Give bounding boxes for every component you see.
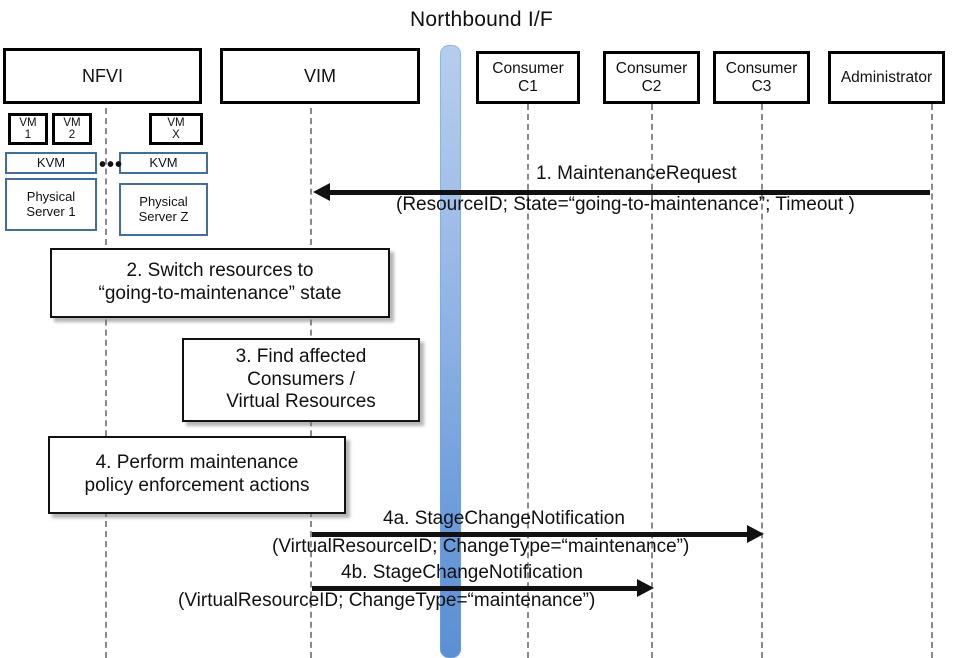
actor-administrator-label: Administrator bbox=[840, 68, 933, 86]
message-1-params: (ResourceID; State=“going-to-maintenance… bbox=[396, 194, 855, 215]
message-4a-arrowhead bbox=[747, 525, 764, 543]
vm-box-x: VM X bbox=[149, 113, 203, 145]
physical-server-1-label: Physical Server 1 bbox=[26, 188, 76, 219]
page-title-text: Northbound I/F bbox=[410, 8, 553, 31]
process-box-step3: 3. Find affected Consumers / Virtual Res… bbox=[182, 338, 420, 422]
page-title: Northbound I/F bbox=[0, 8, 965, 32]
physical-server-1-box: Physical Server 1 bbox=[5, 178, 97, 231]
message-1-arrowhead bbox=[313, 183, 330, 201]
vm-box-x-label: VM X bbox=[167, 116, 185, 141]
vm-box-1: VM 1 bbox=[8, 113, 48, 145]
message-4b-header: 4b. StageChangeNotification bbox=[341, 562, 583, 583]
actor-consumer-c1-label: Consumer C1 bbox=[492, 60, 564, 95]
message-1-line bbox=[330, 190, 930, 195]
lifeline-consumer-c3 bbox=[761, 104, 763, 658]
northbound-interface-bar bbox=[440, 45, 461, 658]
process-box-step2-text: 2. Switch resources to “going-to-mainten… bbox=[98, 260, 342, 304]
message-4b-arrowhead bbox=[637, 579, 654, 597]
actor-vim[interactable]: VIM bbox=[220, 48, 420, 104]
kvm-box-1-label: KVM bbox=[36, 154, 66, 170]
physical-server-z-label: Physical Server Z bbox=[138, 193, 189, 224]
message-1-header: 1. MaintenanceRequest bbox=[536, 163, 737, 184]
actor-administrator[interactable]: Administrator bbox=[828, 51, 945, 104]
actor-consumer-c2[interactable]: Consumer C2 bbox=[603, 51, 700, 104]
actor-consumer-c1[interactable]: Consumer C1 bbox=[476, 51, 580, 104]
kvm-box-2: KVM bbox=[119, 152, 208, 174]
vm-box-2-label: VM 2 bbox=[63, 116, 81, 141]
actor-consumer-c3[interactable]: Consumer C3 bbox=[713, 51, 810, 104]
kvm-box-1: KVM bbox=[5, 152, 97, 174]
lifeline-administrator bbox=[931, 104, 933, 658]
actor-nfvi-label: NFVI bbox=[81, 65, 123, 86]
message-4b-line bbox=[312, 586, 637, 591]
actor-consumer-c2-label: Consumer C2 bbox=[615, 60, 688, 95]
kvm-box-2-label: KVM bbox=[149, 154, 178, 170]
actor-consumer-c3-label: Consumer C3 bbox=[725, 60, 798, 95]
vm-box-2: VM 2 bbox=[52, 113, 92, 145]
message-4b-params: (VirtualResourceID; ChangeType=“maintena… bbox=[178, 590, 596, 611]
vm-box-1-label: VM 1 bbox=[19, 116, 37, 141]
message-4a-params: (VirtualResourceID; ChangeType=“maintena… bbox=[272, 536, 690, 557]
lifeline-consumer-c1 bbox=[527, 104, 529, 658]
actor-nfvi[interactable]: NFVI bbox=[3, 48, 202, 104]
process-box-step4-text: 4. Perform maintenance policy enforcemen… bbox=[84, 452, 310, 496]
lifeline-consumer-c2 bbox=[651, 104, 653, 658]
process-box-step2: 2. Switch resources to “going-to-mainten… bbox=[50, 248, 390, 318]
ellipsis-icon: ••• bbox=[99, 154, 124, 176]
message-4a-line bbox=[312, 532, 747, 537]
lifeline-nfvi bbox=[105, 108, 107, 658]
message-4a-header: 4a. StageChangeNotification bbox=[383, 508, 625, 529]
physical-server-z-box: Physical Server Z bbox=[119, 183, 208, 236]
actor-vim-label: VIM bbox=[303, 65, 336, 86]
process-box-step3-text: 3. Find affected Consumers / Virtual Res… bbox=[226, 345, 376, 413]
process-box-step4: 4. Perform maintenance policy enforcemen… bbox=[48, 436, 346, 514]
